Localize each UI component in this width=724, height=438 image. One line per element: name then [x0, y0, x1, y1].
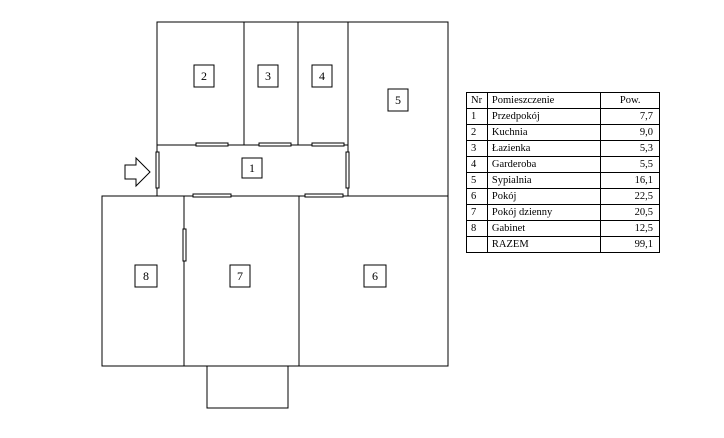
room-6-outline: [298, 195, 449, 367]
header-room-name: Pomieszczenie: [486, 92, 602, 109]
row-nr: 5: [466, 172, 488, 189]
svg-text:3: 3: [265, 69, 271, 83]
row-area: 7,7: [600, 108, 660, 125]
balcony-outline: [206, 366, 289, 409]
table-row: 5 Sypialnia 16,1: [466, 172, 660, 189]
room-label-8: 8: [134, 264, 158, 288]
door-entrance: [155, 151, 160, 189]
row-area: 5,3: [600, 140, 660, 157]
row-room-name: Sypialnia: [486, 172, 602, 189]
row-nr: 7: [466, 204, 488, 221]
row-area: 12,5: [600, 220, 660, 237]
row-room-name: Przedpokój: [486, 108, 602, 125]
header-area: Pow.: [600, 92, 660, 109]
row-nr: 3: [466, 140, 488, 157]
table-row: 7 Pokój dzienny 20,5: [466, 204, 660, 221]
table-row: 8 Gabinet 12,5: [466, 220, 660, 237]
svg-text:1: 1: [249, 161, 255, 175]
room-label-3: 3: [257, 64, 279, 88]
row-nr: 8: [466, 220, 488, 237]
room-label-4: 4: [311, 64, 333, 88]
svg-text:5: 5: [395, 93, 401, 107]
row-nr: 2: [466, 124, 488, 141]
row-room-name: Pokój: [486, 188, 602, 205]
row-nr: 6: [466, 188, 488, 205]
row-room-name: Łazienka: [486, 140, 602, 157]
table-row: 3 Łazienka 5,3: [466, 140, 660, 157]
svg-text:2: 2: [201, 69, 207, 83]
door-room-3: [258, 142, 292, 147]
total-nr-empty: [466, 236, 488, 253]
table-row: 2 Kuchnia 9,0: [466, 124, 660, 141]
table-row: 4 Garderoba 5,5: [466, 156, 660, 173]
door-room-5: [345, 151, 350, 189]
row-area: 16,1: [600, 172, 660, 189]
room-area-table: Nr Pomieszczenie Pow. 1 Przedpokój 7,7 2…: [466, 92, 660, 253]
row-nr: 1: [466, 108, 488, 125]
header-nr: Nr: [466, 92, 488, 109]
row-nr: 4: [466, 156, 488, 173]
room-label-5: 5: [387, 88, 409, 112]
door-room-2: [195, 142, 229, 147]
entrance-arrow-icon: [124, 156, 151, 188]
row-area: 22,5: [600, 188, 660, 205]
svg-text:8: 8: [143, 269, 149, 283]
door-room-4: [311, 142, 345, 147]
svg-text:6: 6: [372, 269, 378, 283]
svg-text:7: 7: [237, 269, 243, 283]
table-row: 1 Przedpokój 7,7: [466, 108, 660, 125]
total-area: 99,1: [600, 236, 660, 253]
svg-text:4: 4: [319, 69, 325, 83]
door-room-6: [304, 193, 344, 198]
row-area: 5,5: [600, 156, 660, 173]
row-area: 9,0: [600, 124, 660, 141]
row-room-name: Kuchnia: [486, 124, 602, 141]
total-label: RAZEM: [486, 236, 602, 253]
row-room-name: Garderoba: [486, 156, 602, 173]
room-label-6: 6: [363, 264, 387, 288]
door-room-7: [192, 193, 232, 198]
table-total-row: RAZEM 99,1: [466, 236, 660, 253]
row-room-name: Gabinet: [486, 220, 602, 237]
row-room-name: Pokój dzienny: [486, 204, 602, 221]
room-label-7: 7: [229, 264, 251, 288]
table-row: 6 Pokój 22,5: [466, 188, 660, 205]
table-header-row: Nr Pomieszczenie Pow.: [466, 92, 660, 109]
room-label-2: 2: [193, 64, 215, 88]
room-label-1: 1: [241, 157, 263, 179]
door-room-8: [182, 228, 187, 262]
row-area: 20,5: [600, 204, 660, 221]
